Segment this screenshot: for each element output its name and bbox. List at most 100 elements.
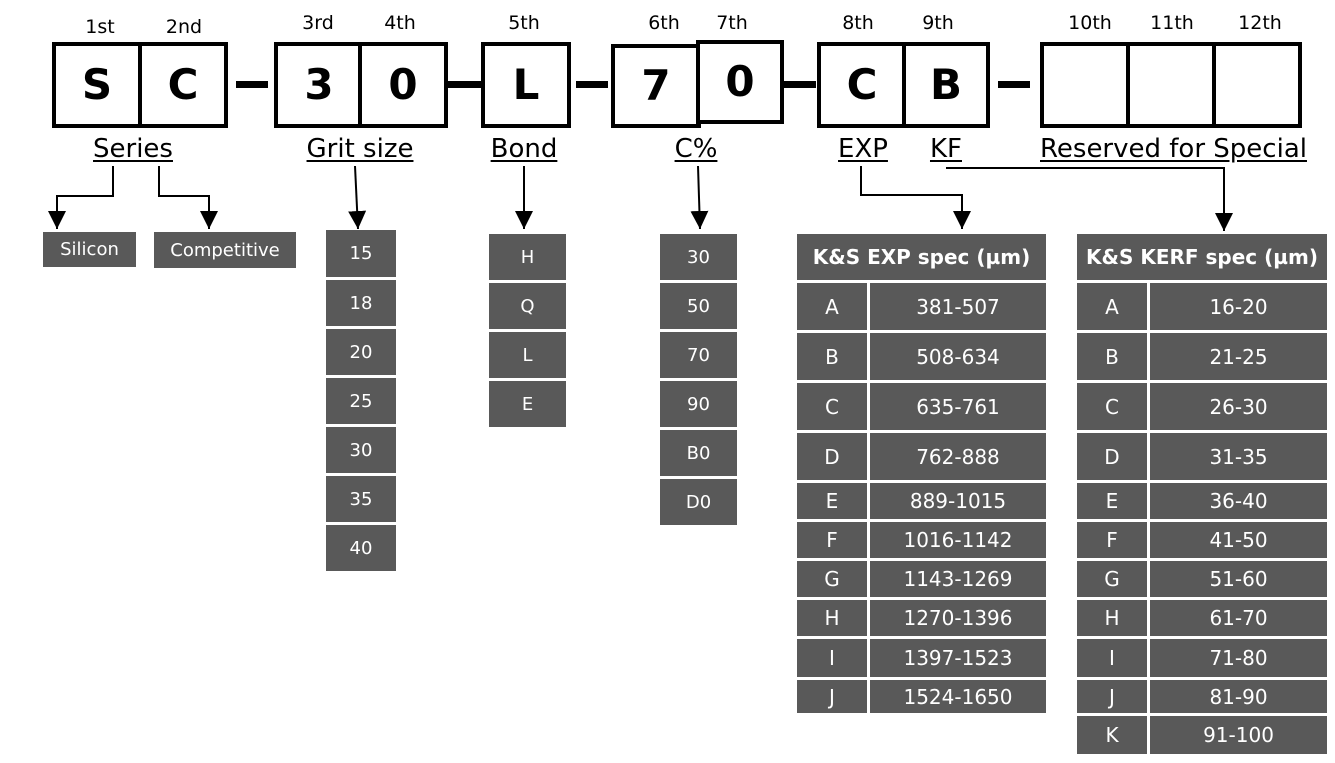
grit-option: 30: [326, 427, 396, 473]
category-grit-size: Grit size: [306, 134, 414, 164]
position-label-4: 4th: [384, 12, 416, 34]
range-cell: 1270-1396: [870, 600, 1046, 636]
grit-option: 18: [326, 280, 396, 326]
range-cell: 1524-1650: [870, 680, 1046, 713]
char-box-3: 3: [274, 42, 364, 128]
code-cell: B: [797, 333, 867, 380]
grit-option: 35: [326, 476, 396, 522]
position-label-10: 10th: [1068, 12, 1112, 34]
arrow-series-competitive: [158, 166, 218, 229]
separator-dash: [998, 81, 1030, 88]
grit-options-column: 15 18 20 25 30 35 40: [326, 230, 396, 571]
range-cell: 762-888: [870, 433, 1046, 480]
range-cell: 381-507: [870, 283, 1046, 330]
range-cell: 41-50: [1150, 522, 1327, 558]
exp-table-header: K&S EXP spec (µm): [797, 234, 1046, 280]
position-label-2: 2nd: [165, 16, 203, 38]
position-label-7: 7th: [716, 12, 748, 34]
position-label-5: 5th: [508, 12, 540, 34]
separator-dash: [784, 81, 816, 88]
c-percent-option: B0: [660, 430, 737, 476]
arrow-series-silicon: [48, 166, 114, 229]
code-cell: D: [1077, 433, 1147, 480]
char-box-10: [1040, 42, 1132, 128]
code-cell: I: [797, 639, 867, 677]
category-c-percent: C%: [674, 134, 718, 164]
series-option-silicon: Silicon: [43, 232, 136, 267]
c-percent-option: 50: [660, 283, 737, 329]
char-box-9: B: [902, 42, 990, 128]
code-cell: F: [797, 522, 867, 558]
c-percent-option: 30: [660, 234, 737, 280]
range-cell: 21-25: [1150, 333, 1327, 380]
c-percent-option: D0: [660, 479, 737, 525]
code-cell: B: [1077, 333, 1147, 380]
position-label-8: 8th: [842, 12, 874, 34]
char-box-12: [1212, 42, 1302, 128]
position-label-12: 12th: [1238, 12, 1282, 34]
char-box-1: S: [52, 42, 142, 128]
position-label-6: 6th: [648, 12, 680, 34]
code-cell: A: [797, 283, 867, 330]
category-series: Series: [93, 134, 173, 164]
range-cell: 16-20: [1150, 283, 1327, 330]
position-label-3: 3rd: [302, 12, 334, 34]
range-cell: 1016-1142: [870, 522, 1046, 558]
code-cell: C: [1077, 383, 1147, 430]
category-exp: EXP: [838, 134, 888, 164]
grit-option: 25: [326, 378, 396, 424]
range-cell: 36-40: [1150, 483, 1327, 519]
grit-option: 15: [326, 230, 396, 277]
char-box-8: C: [817, 42, 907, 128]
c-percent-option: 70: [660, 332, 737, 378]
char-box-2: C: [138, 42, 228, 128]
code-cell: G: [797, 561, 867, 597]
code-cell: I: [1077, 639, 1147, 677]
bond-options-column: H Q L E: [489, 234, 566, 427]
code-cell: F: [1077, 522, 1147, 558]
bond-option: L: [489, 332, 566, 378]
category-bond: Bond: [490, 134, 558, 164]
range-cell: 31-35: [1150, 433, 1327, 480]
arrow-grit: [348, 165, 367, 230]
range-cell: 1143-1269: [870, 561, 1046, 597]
char-box-7: 0: [696, 40, 784, 124]
code-cell: C: [797, 383, 867, 430]
char-box-4: 0: [358, 42, 448, 128]
c-percent-options-column: 30 50 70 90 B0 D0: [660, 234, 737, 525]
separator-dash: [576, 81, 608, 88]
grit-option: 20: [326, 329, 396, 375]
range-cell: 51-60: [1150, 561, 1327, 597]
bond-option: Q: [489, 283, 566, 329]
arrow-kf: [946, 167, 1233, 231]
char-box-5: L: [481, 42, 571, 128]
category-kf: KF: [929, 134, 962, 164]
separator-dash: [236, 81, 268, 88]
range-cell: 635-761: [870, 383, 1046, 430]
range-cell: 1397-1523: [870, 639, 1046, 677]
code-cell: J: [797, 680, 867, 713]
series-option-competitive: Competitive: [154, 232, 296, 268]
kerf-table-header: K&S KERF spec (µm): [1077, 234, 1327, 280]
